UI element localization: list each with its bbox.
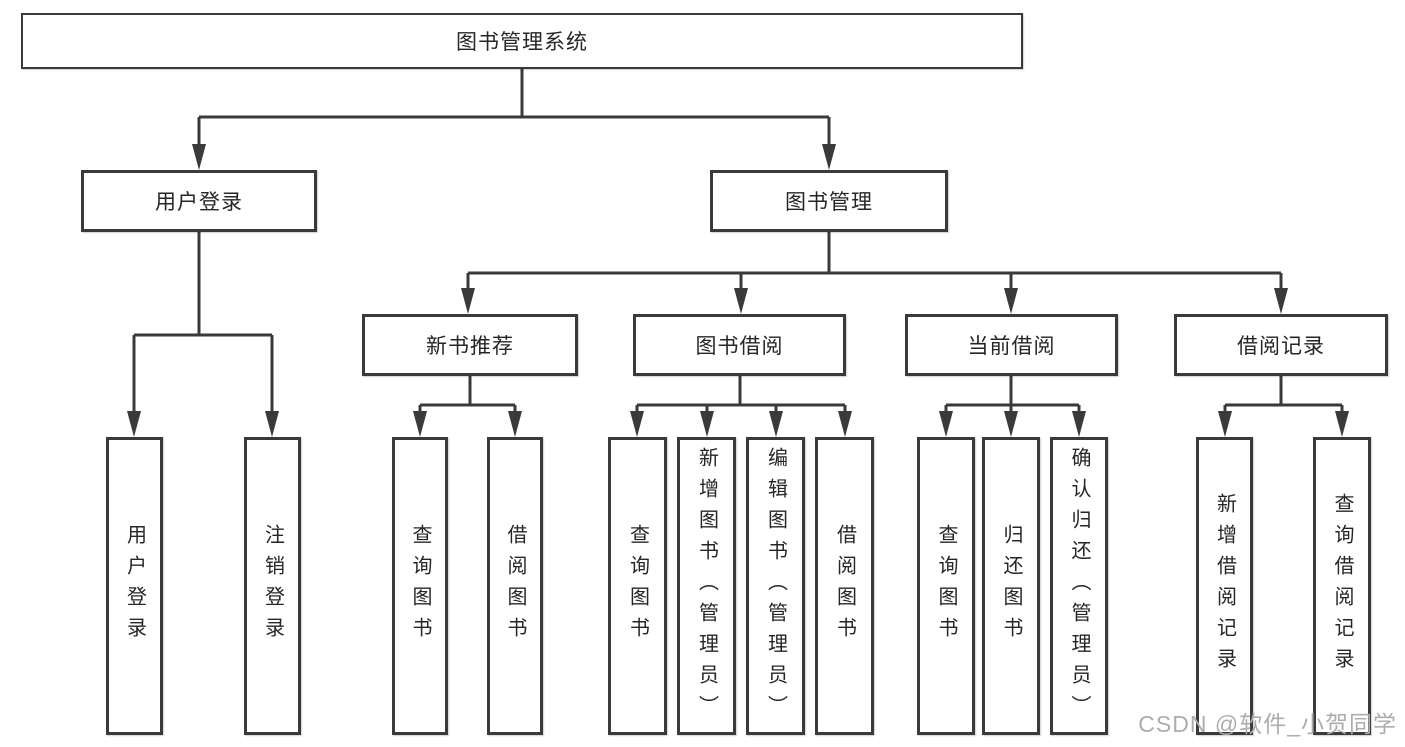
leaf-label: 确认归还（管理员） [1068,446,1090,726]
node-user-login: 用户登录 [81,170,317,232]
leaf-user-login: 用户登录 [106,437,163,735]
node-book-management: 图书管理 [710,170,948,232]
node-book-borrow: 图书借阅 [633,314,846,376]
node-borrow-records: 借阅记录 [1174,314,1388,376]
leaf-logout: 注销登录 [244,437,301,735]
node-book-management-system: 图书管理系统 [21,13,1023,69]
leaf-label: 查询图书 [935,524,957,648]
leaf-label: 借阅图书 [504,524,526,648]
leaf-query-books-borrow: 查询图书 [608,437,667,735]
leaf-add-books-admin: 新增图书（管理员） [677,437,736,735]
leaf-label: 借阅图书 [833,524,856,648]
leaf-confirm-return-admin: 确认归还（管理员） [1050,437,1108,735]
tree-connector-paths [132,69,1344,415]
leaf-query-borrow-record: 查询借阅记录 [1313,437,1371,735]
leaf-edit-books-admin: 编辑图书（管理员） [746,437,805,735]
leaf-label: 用户登录 [123,524,146,648]
leaf-label: 新增图书（管理员） [695,446,718,726]
node-current-borrow: 当前借阅 [905,314,1118,376]
leaf-label: 查询借阅记录 [1331,493,1353,679]
leaf-add-borrow-record: 新增借阅记录 [1196,437,1253,735]
node-new-book-recommend: 新书推荐 [362,314,578,376]
leaf-label: 查询图书 [626,524,649,648]
csdn-watermark: CSDN @软件_小贺同学 [1138,711,1397,737]
leaf-borrow-books: 借阅图书 [815,437,874,735]
leaf-borrow-books-recommend: 借阅图书 [487,437,543,735]
leaf-return-books: 归还图书 [982,437,1040,735]
leaf-label: 查询图书 [409,524,431,648]
leaf-label: 注销登录 [261,524,284,648]
arrowheads [127,144,1349,437]
leaf-query-books-recommend: 查询图书 [392,437,448,735]
leaf-label: 编辑图书（管理员） [764,446,787,726]
leaf-label: 新增借阅记录 [1213,493,1236,679]
leaf-query-books-current: 查询图书 [917,437,975,735]
leaf-label: 归还图书 [1000,524,1022,648]
